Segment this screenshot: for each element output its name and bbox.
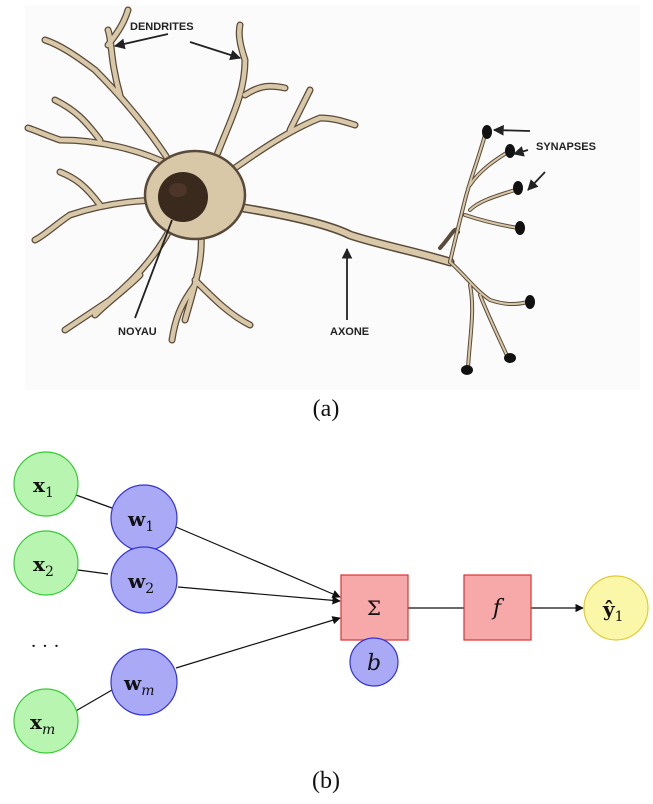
edge-xm-wm xyxy=(74,690,112,712)
ellipsis: · · · xyxy=(31,636,60,657)
edge-w1-sum xyxy=(176,527,340,597)
edge-x1-w1 xyxy=(76,495,112,508)
caption-a: (a) xyxy=(313,396,340,422)
caption-b: (b) xyxy=(312,768,340,794)
label-axon: AXONE xyxy=(330,326,369,338)
sum-symbol: Σ xyxy=(367,596,381,620)
label-nucleus: NOYAU xyxy=(118,326,157,338)
input-node-2: x2 xyxy=(14,531,78,595)
weight-node-1: w1 xyxy=(111,485,177,551)
input-node-circle xyxy=(14,531,78,595)
input-node-m: xm xyxy=(14,689,78,753)
edge-x2-w2 xyxy=(78,570,108,574)
input-node-1: x1 xyxy=(14,452,78,516)
weight-node-2: w2 xyxy=(111,547,177,613)
bias-node: b xyxy=(350,638,398,686)
input-node-circle xyxy=(14,452,78,516)
perceptron-diagram: x1 x2 xm · · · w1 w2 wm Σ xyxy=(14,452,648,753)
weight-node-m: wm xyxy=(111,649,177,715)
activation-node: f xyxy=(464,575,531,640)
output-node-circle xyxy=(584,576,648,640)
edge-wm-sum xyxy=(176,618,340,668)
summation-node: Σ xyxy=(341,575,408,640)
soma xyxy=(145,151,245,239)
label-dendrites: DENDRITES xyxy=(130,21,194,33)
neuron-illustration: DENDRITES SYNAPSES NOYAU AXONE xyxy=(25,5,640,390)
input-node-circle xyxy=(14,689,78,753)
bias-symbol: b xyxy=(367,651,381,676)
edge-w2-sum xyxy=(178,587,340,601)
label-synapses: SYNAPSES xyxy=(536,141,596,153)
weight-node-circle xyxy=(111,649,177,715)
output-node: ŷ1 xyxy=(584,576,648,640)
